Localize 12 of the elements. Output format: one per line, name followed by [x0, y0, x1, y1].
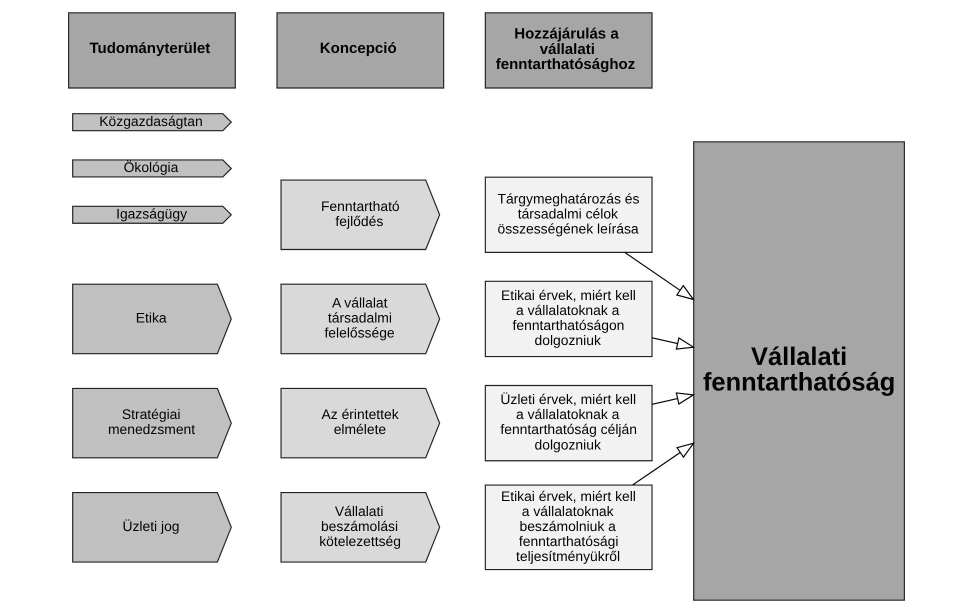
arrow	[652, 337, 695, 350]
node-box: Vállalati fenntarthatóság	[692, 141, 904, 601]
arrow	[632, 442, 695, 486]
node-box: Hozzájárulás a vállalati fenntarthatósághoz	[484, 12, 652, 89]
node-box: Koncepció	[276, 12, 444, 89]
arrow	[624, 252, 694, 300]
node-box: Üzleti érvek, miért kell a vállalatoknak a fenntarthatóság célján dolgozniuk	[484, 384, 652, 462]
node-box: Tárgymeghatározás és társadalmi célok összességének leírása	[484, 176, 652, 253]
arrow	[652, 392, 695, 405]
node-box: Etikai érvek, miért kell a vállalatoknak a fenntarthatóságon dolgozniuk	[484, 280, 652, 358]
node-box: Tudományterület	[68, 12, 236, 89]
node-box: Etikai érvek, miért kell a vállalatoknak beszámolniuk a fenntarthatósági teljesítményükről	[484, 484, 652, 570]
